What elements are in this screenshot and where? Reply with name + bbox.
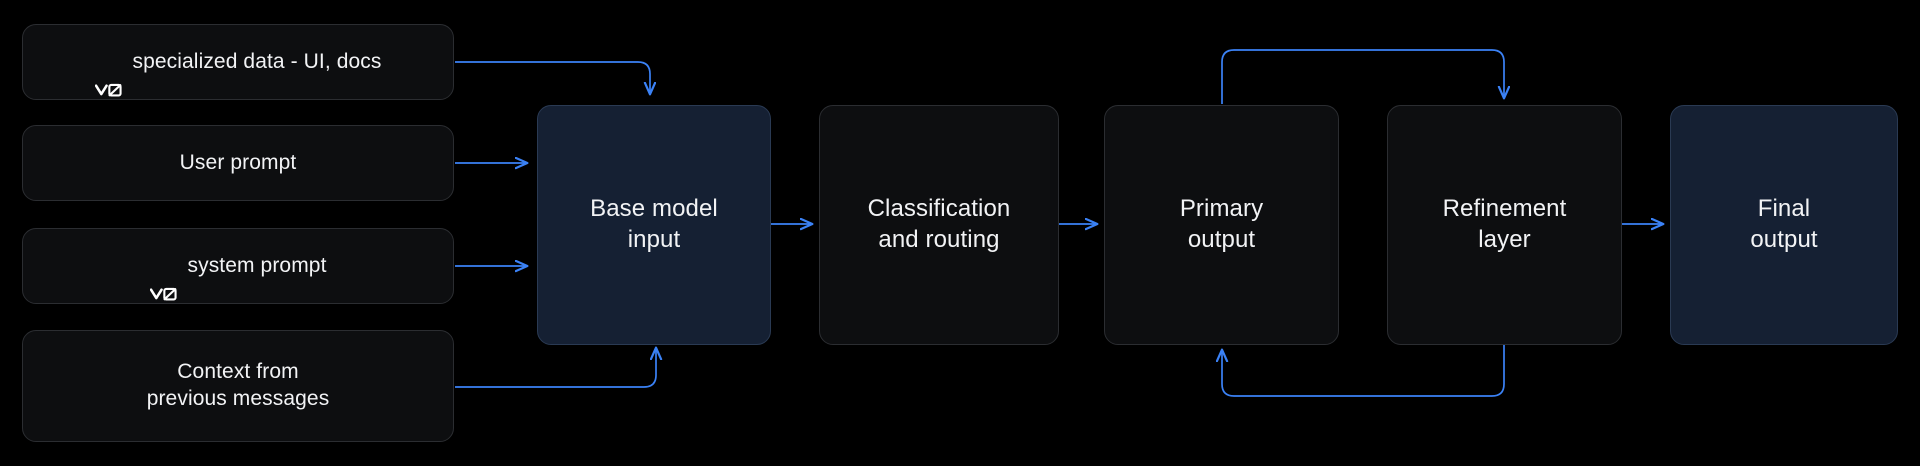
connector-context-to-base-model-input <box>455 348 656 388</box>
pipeline-box-primary-output[interactable]: Primary output <box>1104 105 1339 345</box>
pipeline-label-classification-routing: Classification and routing <box>867 195 1011 253</box>
pipeline-box-classification-routing[interactable]: Classification and routing <box>819 105 1059 345</box>
pipeline-label-refinement-layer: Refinement layer <box>1442 195 1567 253</box>
input-label-system-prompt: system prompt <box>187 253 327 277</box>
pipeline-label-final-output: Final output <box>1750 195 1818 253</box>
input-label-specialized-data: specialized data - UI, docs <box>132 49 382 73</box>
input-box-system-prompt[interactable]: system prompt <box>22 228 454 304</box>
input-box-user-prompt[interactable]: User prompt <box>22 125 454 201</box>
connector-primary-output-to-refinement-layer <box>1221 49 1504 104</box>
connector-refinement-layer-to-primary-output <box>1222 345 1505 397</box>
v0-logo-icon <box>94 54 123 97</box>
pipeline-box-refinement-layer[interactable]: Refinement layer <box>1387 105 1622 345</box>
connector-specialized-data-to-base-model-input <box>455 61 650 94</box>
input-box-context-previous-messages[interactable]: Context from previous messages <box>22 330 454 442</box>
pipeline-box-base-model-input[interactable]: Base model input <box>537 105 771 345</box>
pipeline-box-final-output[interactable]: Final output <box>1670 105 1898 345</box>
input-label-user-prompt: User prompt <box>179 150 297 174</box>
pipeline-label-base-model-input: Base model input <box>590 195 718 253</box>
input-label-context-previous-messages: Context from previous messages <box>146 360 330 410</box>
v0-logo-icon <box>149 258 178 301</box>
input-box-specialized-data[interactable]: specialized data - UI, docs <box>22 24 454 100</box>
pipeline-label-primary-output: Primary output <box>1179 195 1264 253</box>
